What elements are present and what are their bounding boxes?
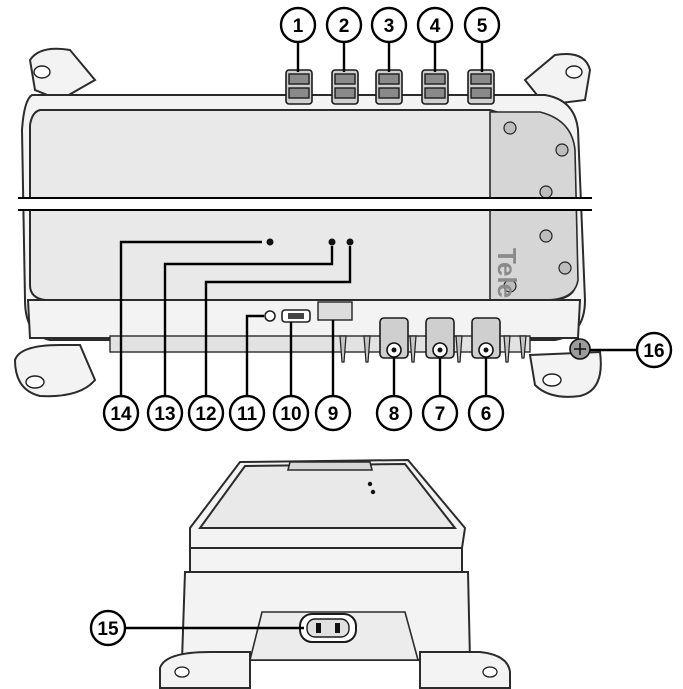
callout-2-label: 2 [339,16,350,37]
callout-9: 9 [314,394,352,432]
mount-ear-top-left [28,47,97,102]
side-led-1 [367,481,373,487]
callout-7: 7 [421,394,459,432]
callout-5-label: 5 [477,16,488,37]
callout-16-label: 16 [643,341,664,362]
callout-5: 5 [463,6,501,44]
callout-11: 11 [228,394,266,432]
callout-12-label: 12 [195,404,216,425]
side-band [189,547,463,573]
led-12 [346,238,354,246]
connector-6 [471,317,501,359]
callout-8-label: 8 [389,404,400,425]
callout-3: 3 [370,6,408,44]
connector-4 [421,69,449,105]
connector-7 [425,317,455,359]
callout-16: 16 [635,331,673,369]
callout-1-label: 1 [293,16,304,37]
side-led-2 [370,489,376,495]
callout-12: 12 [187,394,225,432]
callout-7-label: 7 [435,404,446,425]
dip-switch [317,301,353,321]
callout-1: 1 [279,6,317,44]
brand-label: Tele [492,248,522,298]
callout-4: 4 [416,6,454,44]
callout-14: 14 [102,394,140,432]
device-side-view [159,458,511,689]
callout-9-label: 9 [328,404,339,425]
callout-10: 10 [272,394,310,432]
top-connectors [285,69,495,105]
callout-15-label: 15 [97,619,119,640]
connector-8 [379,317,409,359]
callout-13: 13 [146,394,184,432]
led-13 [328,238,336,246]
power-socket [299,613,357,643]
device-top-view: Tele [13,47,602,398]
mount-ear-bottom-right [528,350,602,398]
connector-5 [467,69,495,105]
callout-8: 8 [375,394,413,432]
callout-2: 2 [325,6,363,44]
callout-3-label: 3 [384,16,395,37]
reset-button [264,310,276,322]
heat-fins [339,335,527,363]
callout-13-label: 13 [154,404,175,425]
callout-11-label: 11 [237,404,258,425]
mount-ear-bottom-left [13,344,97,398]
callout-6-label: 6 [481,404,492,425]
foot-right [419,651,511,689]
callout-10-label: 10 [280,404,301,425]
connector-2 [331,69,359,105]
callout-15: 15 [89,609,127,647]
connector-3 [375,69,403,105]
connector-1 [285,69,313,105]
foot-left [159,651,251,689]
callout-14-label: 14 [110,404,132,425]
callout-4-label: 4 [430,16,441,37]
led-14 [266,238,274,246]
leader-lines [119,42,636,630]
callouts: 1 2 3 4 5 6 7 8 [89,6,673,647]
callout-6: 6 [467,394,505,432]
